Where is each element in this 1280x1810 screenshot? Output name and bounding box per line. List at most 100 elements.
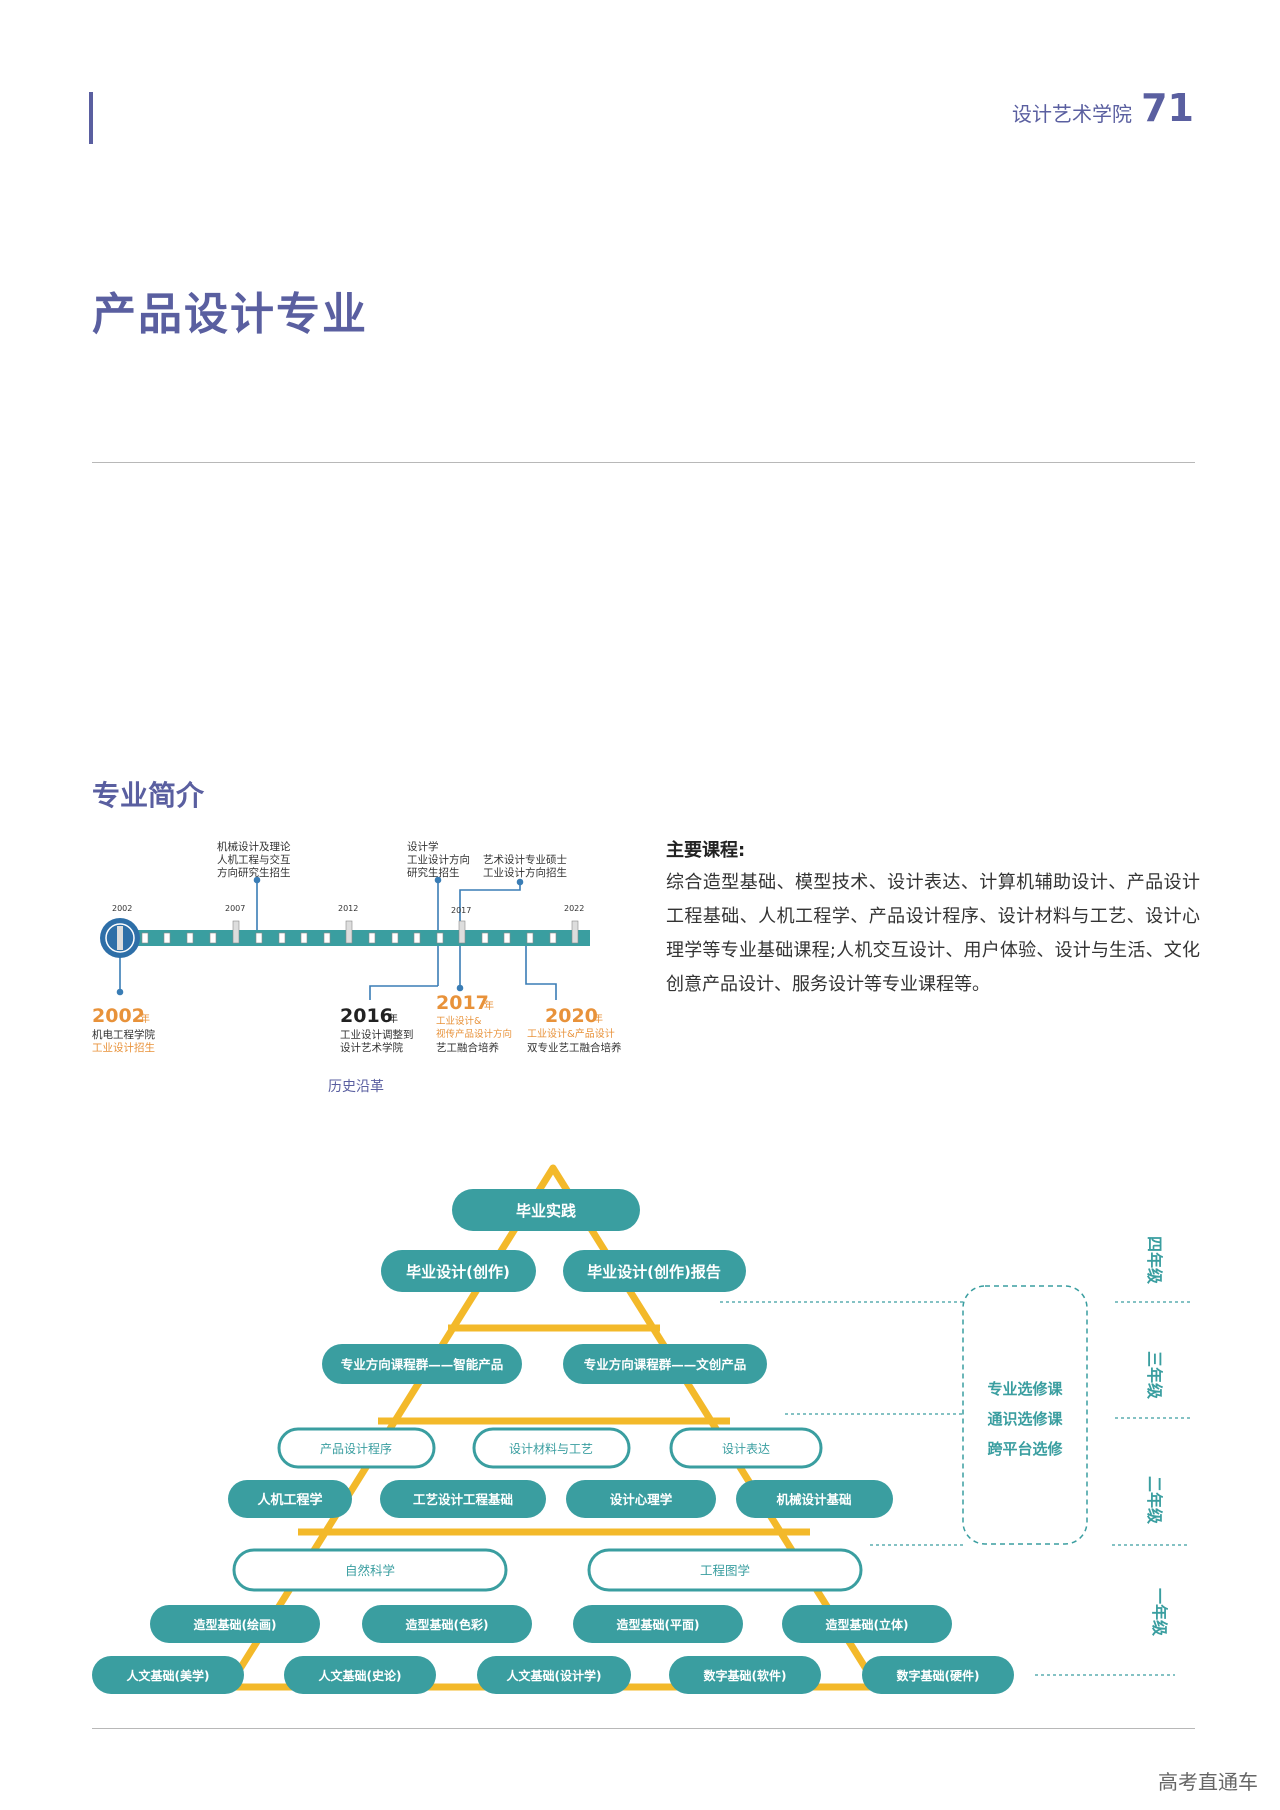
timeline-note-2: 设计学 工业设计方向 研究生招生 <box>407 840 470 879</box>
svg-text:专业方向课程群——文创产品: 专业方向课程群——文创产品 <box>584 1357 747 1372</box>
year-3: 三年级 <box>1145 1351 1164 1400</box>
svg-text:2012: 2012 <box>338 904 358 913</box>
elective-general: 通识选修课 <box>987 1410 1063 1428</box>
school-name: 设计艺术学院 <box>1012 102 1132 126</box>
svg-text:年: 年 <box>593 1012 603 1025</box>
svg-text:设计学: 设计学 <box>407 840 439 853</box>
course-psychology: 设计心理学 <box>566 1480 716 1518</box>
timeline-note-3: 艺术设计专业硕士 工业设计方向招生 <box>483 853 567 879</box>
svg-text:人文基础(设计学): 人文基础(设计学) <box>507 1668 602 1683</box>
section-title: 专业简介 <box>92 779 205 812</box>
course-form-color: 造型基础(色彩) <box>362 1605 532 1643</box>
svg-text:2002: 2002 <box>112 904 132 913</box>
header-accent-bar <box>89 92 93 144</box>
timeline-event-2016: 2016 年 工业设计调整到 设计艺术学院 <box>340 1005 414 1054</box>
watermark: 高考直通车 <box>1158 1770 1258 1794</box>
year-2: 二年级 <box>1145 1476 1164 1525</box>
svg-text:四年级: 四年级 <box>1145 1236 1164 1285</box>
svg-text:工程图学: 工程图学 <box>700 1563 750 1578</box>
svg-text:人文基础(美学): 人文基础(美学) <box>127 1668 210 1683</box>
svg-text:造型基础(立体): 造型基础(立体) <box>826 1617 909 1632</box>
svg-text:工业设计调整到: 工业设计调整到 <box>340 1028 414 1041</box>
svg-text:双专业艺工融合培养: 双专业艺工融合培养 <box>527 1041 622 1054</box>
elective-cross-platform: 跨平台选修 <box>987 1440 1063 1458</box>
timeline-event-2002: 2002 年 机电工程学院 工业设计招生 <box>92 1005 155 1054</box>
svg-text:2017: 2017 <box>451 906 471 915</box>
svg-text:专业方向课程群——智能产品: 专业方向课程群——智能产品 <box>341 1357 504 1372</box>
svg-text:工业设计&: 工业设计& <box>436 1015 482 1027</box>
timeline-year-ticks: 2002 2007 2012 2017 2022 <box>112 904 584 915</box>
svg-text:产品设计程序: 产品设计程序 <box>320 1441 392 1456</box>
courses-heading: 主要课程: <box>666 840 746 861</box>
svg-text:造型基础(绘画): 造型基础(绘画) <box>194 1617 277 1632</box>
svg-text:设计材料与工艺: 设计材料与工艺 <box>509 1442 593 1456</box>
title-divider <box>92 462 1195 463</box>
course-form-drawing: 造型基础(绘画) <box>150 1605 320 1643</box>
svg-text:数字基础(硬件): 数字基础(硬件) <box>897 1668 980 1683</box>
svg-text:年: 年 <box>140 1012 150 1025</box>
course-grad-design: 毕业设计(创作) <box>381 1250 536 1292</box>
svg-text:工业设计&产品设计: 工业设计&产品设计 <box>527 1027 615 1040</box>
svg-text:机电工程学院: 机电工程学院 <box>92 1028 155 1041</box>
year-labels: 四年级 三年级 二年级 一年级 <box>1145 1236 1169 1637</box>
svg-text:工业设计招生: 工业设计招生 <box>92 1041 155 1054</box>
svg-text:2017: 2017 <box>436 992 489 1014</box>
timeline-caption: 历史沿革 <box>328 1079 384 1095</box>
svg-text:人机工程与交互: 人机工程与交互 <box>217 853 291 866</box>
svg-text:艺工融合培养: 艺工融合培养 <box>436 1041 499 1054</box>
svg-text:研究生招生: 研究生招生 <box>407 866 460 879</box>
svg-text:方向研究生招生: 方向研究生招生 <box>217 866 291 879</box>
svg-text:2007: 2007 <box>225 904 245 913</box>
timeline-event-2017: 2017 年 工业设计& 视传产品设计方向 艺工融合培养 <box>436 992 512 1054</box>
svg-text:设计心理学: 设计心理学 <box>610 1492 673 1507</box>
course-form-solid: 造型基础(立体) <box>782 1605 952 1643</box>
course-ergonomics: 人机工程学 <box>228 1480 352 1518</box>
courses-text: 综合造型基础、模型技术、设计表达、计算机辅助设计、产品设计工程基础、人机工程学、… <box>666 872 1200 995</box>
year-dividers <box>720 1301 1190 1676</box>
curriculum-pyramid: 毕业实践 毕业设计(创作) 毕业设计(创作)报告 专业方向课程群——智能产品 专… <box>92 1164 1190 1694</box>
svg-text:造型基础(平面): 造型基础(平面) <box>617 1617 700 1632</box>
svg-text:艺术设计专业硕士: 艺术设计专业硕士 <box>483 853 567 866</box>
course-capstone: 毕业实践 <box>452 1189 640 1231</box>
svg-text:机械设计基础: 机械设计基础 <box>776 1492 851 1507</box>
course-humanities-aesthetics: 人文基础(美学) <box>92 1656 244 1694</box>
course-humanities-history: 人文基础(史论) <box>284 1656 436 1694</box>
course-materials: 设计材料与工艺 <box>472 1427 631 1469</box>
svg-text:毕业实践: 毕业实践 <box>516 1202 576 1220</box>
svg-text:年: 年 <box>388 1012 398 1025</box>
svg-text:2016: 2016 <box>340 1005 393 1027</box>
svg-text:造型基础(色彩): 造型基础(色彩) <box>406 1617 489 1632</box>
svg-text:设计表达: 设计表达 <box>722 1442 770 1456</box>
year-4: 四年级 <box>1145 1236 1164 1285</box>
page-number: 71 <box>1141 86 1194 130</box>
course-cluster-creative: 专业方向课程群——文创产品 <box>563 1344 767 1384</box>
course-engineering-drawing: 工程图学 <box>587 1548 863 1592</box>
svg-text:二年级: 二年级 <box>1145 1476 1164 1525</box>
course-expression: 设计表达 <box>669 1427 823 1469</box>
course-digital-hardware: 数字基础(硬件) <box>862 1656 1014 1694</box>
svg-text:2022: 2022 <box>564 904 584 913</box>
footer-divider <box>92 1728 1195 1729</box>
page-title: 产品设计专业 <box>92 289 368 340</box>
svg-text:工业设计方向: 工业设计方向 <box>407 853 470 866</box>
course-humanities-design: 人文基础(设计学) <box>477 1656 631 1694</box>
electives-box: 专业选修课 通识选修课 跨平台选修 <box>962 1285 1088 1545</box>
svg-text:毕业设计(创作): 毕业设计(创作) <box>406 1263 510 1281</box>
svg-text:毕业设计(创作)报告: 毕业设计(创作)报告 <box>587 1263 721 1281</box>
course-process-engineering: 工艺设计工程基础 <box>380 1480 546 1518</box>
svg-text:工艺设计工程基础: 工艺设计工程基础 <box>413 1492 513 1507</box>
svg-text:设计艺术学院: 设计艺术学院 <box>340 1041 403 1054</box>
timeline-event-2020: 2020 年 工业设计&产品设计 双专业艺工融合培养 <box>527 1005 622 1054</box>
svg-text:2020: 2020 <box>545 1005 598 1027</box>
svg-text:视传产品设计方向: 视传产品设计方向 <box>436 1028 512 1040</box>
svg-text:年: 年 <box>484 999 494 1012</box>
svg-text:工业设计方向招生: 工业设计方向招生 <box>483 866 567 879</box>
svg-text:三年级: 三年级 <box>1145 1351 1164 1400</box>
course-form-plane: 造型基础(平面) <box>573 1605 743 1643</box>
course-natural-science: 自然科学 <box>232 1548 508 1592</box>
course-digital-software: 数字基础(软件) <box>669 1656 821 1694</box>
course-cluster-smart: 专业方向课程群——智能产品 <box>322 1344 522 1384</box>
history-timeline: 机械设计及理论 人机工程与交互 方向研究生招生 设计学 工业设计方向 研究生招生… <box>92 840 622 1054</box>
course-grad-report: 毕业设计(创作)报告 <box>563 1250 746 1292</box>
course-mechanical: 机械设计基础 <box>736 1480 893 1518</box>
